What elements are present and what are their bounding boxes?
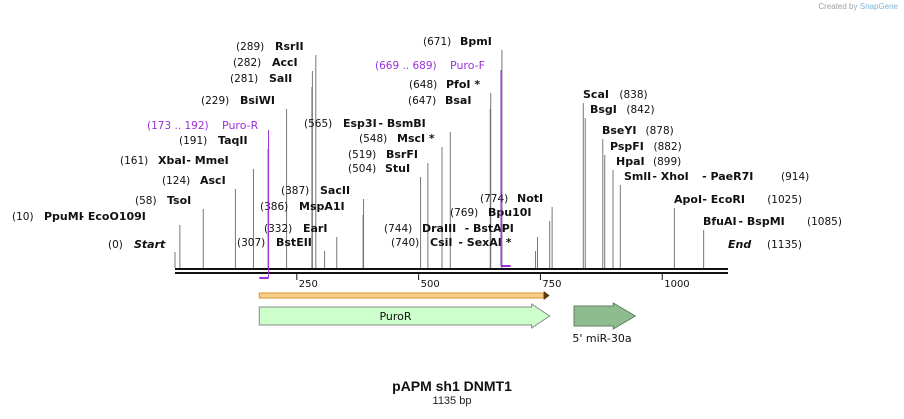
- site-position: (548): [359, 133, 387, 145]
- site-position: (229): [201, 95, 229, 107]
- site-position: (332): [264, 223, 292, 235]
- ruler-tick-label: 750: [542, 279, 561, 290]
- ruler-tick-label: 250: [299, 279, 318, 290]
- site-enzyme-name: BsiWI: [240, 94, 275, 107]
- site-position: (124): [162, 175, 190, 187]
- site-enzyme-name: EarI: [303, 222, 327, 235]
- site-enzyme-name: HpaI: [616, 155, 645, 168]
- site-enzyme-name: TsoI: [167, 194, 191, 207]
- site-position: (10): [12, 211, 34, 223]
- site-position: (899): [653, 156, 681, 168]
- site-position: (744): [384, 223, 412, 235]
- site-enzyme-name: BsgI: [590, 103, 617, 116]
- site-position: (191): [179, 135, 207, 147]
- site-position: (740): [391, 237, 419, 249]
- site-enzyme-name: DraIII: [422, 222, 456, 235]
- start-position: (0): [108, 239, 123, 251]
- site-enzyme-name: NotI: [517, 192, 543, 205]
- site-enzyme-name: BseYI: [602, 124, 636, 137]
- site-position: (161): [120, 155, 148, 167]
- site-position: (387): [281, 185, 309, 197]
- site-enzyme-name: Bpu10I: [488, 206, 532, 219]
- construct-length: 1135 bp: [432, 395, 472, 407]
- sequence-map: 250 500 750 1000 (10) PpuMI - EcoO109I (58) Tso…: [12, 35, 842, 345]
- site-position: (307): [237, 237, 265, 249]
- site-enzyme-name: PspFI: [610, 140, 644, 153]
- site-enzyme-name: MspA1I: [299, 200, 345, 213]
- snapgene-credit: Created by SnapGene: [818, 2, 898, 11]
- site-position: (289): [236, 41, 264, 53]
- primer-position: (173 .. 192): [147, 120, 209, 132]
- site-enzyme-name: BfuAI: [703, 215, 737, 228]
- site-enzyme-name: - PaeR7I: [702, 170, 753, 183]
- site-position: (838): [619, 89, 647, 101]
- site-position: (647): [408, 95, 436, 107]
- end-label: End: [728, 238, 751, 251]
- credit-brand: SnapGene: [859, 2, 898, 11]
- site-position: (58): [135, 195, 157, 207]
- site-position: (914): [781, 171, 809, 183]
- site-enzyme-name: - EcoO109I: [80, 210, 146, 223]
- site-enzyme-name: MscI *: [397, 132, 435, 145]
- credit-prefix: Created by: [818, 2, 858, 11]
- misc-feature-label: 5' miR-30a: [572, 332, 631, 345]
- site-enzyme-name: AscI: [200, 174, 226, 187]
- site-position: (671): [423, 36, 451, 48]
- site-enzyme-name: - BspMI: [739, 215, 785, 228]
- start-label: Start: [134, 238, 166, 251]
- site-enzyme-name: - XhoI: [652, 170, 688, 183]
- site-position: (504): [348, 163, 376, 175]
- site-enzyme-name: XbaI: [158, 154, 186, 167]
- site-position: (882): [654, 141, 682, 153]
- site-enzyme-name: CsiI: [430, 236, 452, 249]
- site-position: (519): [348, 149, 376, 161]
- site-enzyme-name: ApoI: [674, 193, 702, 206]
- site-position: (1025): [767, 194, 802, 206]
- site-enzyme-name: BpmI: [460, 35, 492, 48]
- site-enzyme-name: TaqII: [218, 134, 248, 147]
- site-enzyme-name: - BsmBI: [379, 117, 426, 130]
- site-enzyme-name: SalI: [269, 72, 292, 85]
- site-enzyme-name: StuI: [385, 162, 410, 175]
- site-enzyme-name: PpuMI: [44, 210, 83, 223]
- site-position: (282): [233, 57, 261, 69]
- site-position: (386): [260, 201, 288, 213]
- site-position: (878): [646, 125, 674, 137]
- site-enzyme-name: BsrFI: [386, 148, 418, 161]
- site-position: (281): [230, 73, 258, 85]
- site-enzyme-name: SmlI: [624, 170, 651, 183]
- site-enzyme-name: ScaI: [583, 88, 609, 101]
- primer-name: Puro-F: [450, 59, 485, 72]
- site-enzyme-name: - MmeI: [186, 154, 228, 167]
- orf-bar: [258, 292, 545, 299]
- gene-label: PuroR: [379, 310, 411, 323]
- site-enzyme-name: AccI: [272, 56, 298, 69]
- site-enzyme-name: PfoI *: [446, 78, 480, 91]
- site-position: (648): [409, 79, 437, 91]
- construct-name: pAPM sh1 DNMT1: [392, 378, 512, 394]
- misc-feature-arrow: [573, 302, 637, 330]
- ruler-tick-label: 1000: [664, 279, 689, 290]
- site-enzyme-name: Esp3I: [343, 117, 377, 130]
- primer-name: Puro-R: [222, 119, 259, 132]
- orf-arrowhead: [543, 291, 550, 300]
- site-position: (769): [450, 207, 478, 219]
- site-enzyme-name: BsaI: [445, 94, 471, 107]
- primer-position: (669 .. 689): [375, 60, 437, 72]
- site-enzyme-name: BstEII: [276, 236, 312, 249]
- site-enzyme-name: - BstAPI: [465, 222, 514, 235]
- gene-arrow: [258, 303, 551, 329]
- site-position: (565): [304, 118, 332, 130]
- site-position: (774): [480, 193, 508, 205]
- ruler-tick-label: 500: [421, 279, 440, 290]
- site-enzyme-name: SacII: [320, 184, 350, 197]
- site-enzyme-name: - EcoRI: [702, 193, 745, 206]
- site-position: (842): [626, 104, 654, 116]
- site-position: (1085): [807, 216, 842, 228]
- end-position: (1135): [767, 239, 802, 251]
- site-enzyme-name: - SexAI *: [458, 236, 511, 249]
- site-enzyme-name: RsrII: [275, 40, 304, 53]
- map-title-block: pAPM sh1 DNMT1 1135 bp: [0, 378, 904, 407]
